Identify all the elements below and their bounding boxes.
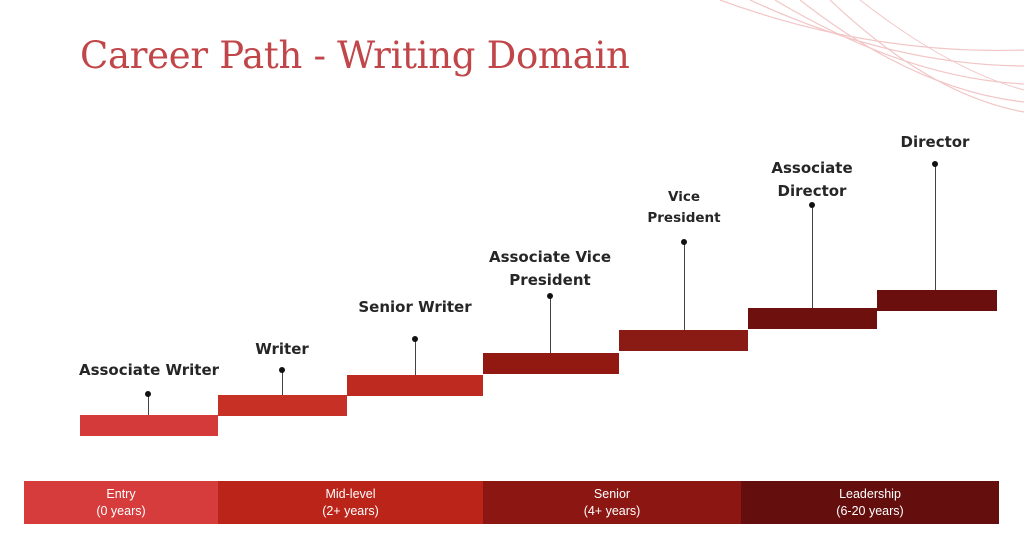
- level-years: (4+ years): [583, 503, 641, 518]
- level-name: Leadership: [839, 486, 901, 501]
- step-vice-president: [619, 330, 748, 351]
- level-name: Senior: [593, 486, 631, 501]
- connector-line: [550, 297, 551, 353]
- wave-line: [719, 0, 1024, 51]
- wave-line: [829, 0, 1024, 113]
- step-writer: [218, 395, 347, 416]
- connector-line: [935, 165, 936, 290]
- level-band-senior: Senior (4+ years): [483, 481, 741, 524]
- connector-line: [812, 206, 813, 308]
- level-years: (2+ years): [322, 503, 379, 518]
- connector-line: [415, 340, 416, 375]
- connector-dot: [412, 336, 418, 342]
- role-label-senior-writer: Senior Writer: [358, 298, 472, 316]
- role-label-associate-director: Associate Director: [771, 159, 853, 200]
- step-director: [877, 290, 997, 311]
- step-associate-director: [748, 308, 877, 329]
- decorative-waves: [719, 0, 1024, 113]
- connector-dot: [547, 293, 553, 299]
- wave-line: [799, 0, 1024, 103]
- role-label-writer: Writer: [255, 340, 309, 358]
- connector-dot: [809, 202, 815, 208]
- wave-line: [774, 0, 1024, 85]
- role-label-associate-vice-president: Associate Vice President: [488, 248, 612, 289]
- step-associate-writer: [80, 415, 218, 436]
- step-associate-vice-president: [483, 353, 619, 374]
- level-name: Mid-level: [325, 486, 376, 501]
- role-label-director: Director: [900, 133, 970, 151]
- wave-line: [859, 0, 1024, 91]
- level-years: (0 years): [96, 503, 146, 518]
- level-band-mid-level: Mid-level (2+ years): [218, 481, 483, 524]
- level-band-leadership: Leadership (6-20 years): [741, 481, 999, 524]
- connector-dot: [145, 391, 151, 397]
- level-band-entry: Entry (0 years): [24, 481, 218, 524]
- role-label-associate-writer: Associate Writer: [78, 361, 220, 379]
- level-name: Entry: [106, 486, 136, 501]
- connector-dot: [279, 367, 285, 373]
- step-senior-writer: [347, 375, 483, 396]
- page-title: Career Path - Writing Domain: [80, 34, 630, 77]
- level-years: (6-20 years): [836, 503, 904, 518]
- connector-line: [282, 371, 283, 395]
- connector-line: [148, 394, 149, 415]
- connector-dot: [932, 161, 938, 167]
- connector-line: [684, 243, 685, 330]
- connector-dot: [681, 239, 687, 245]
- role-label-vice-president: Vice President: [647, 189, 721, 226]
